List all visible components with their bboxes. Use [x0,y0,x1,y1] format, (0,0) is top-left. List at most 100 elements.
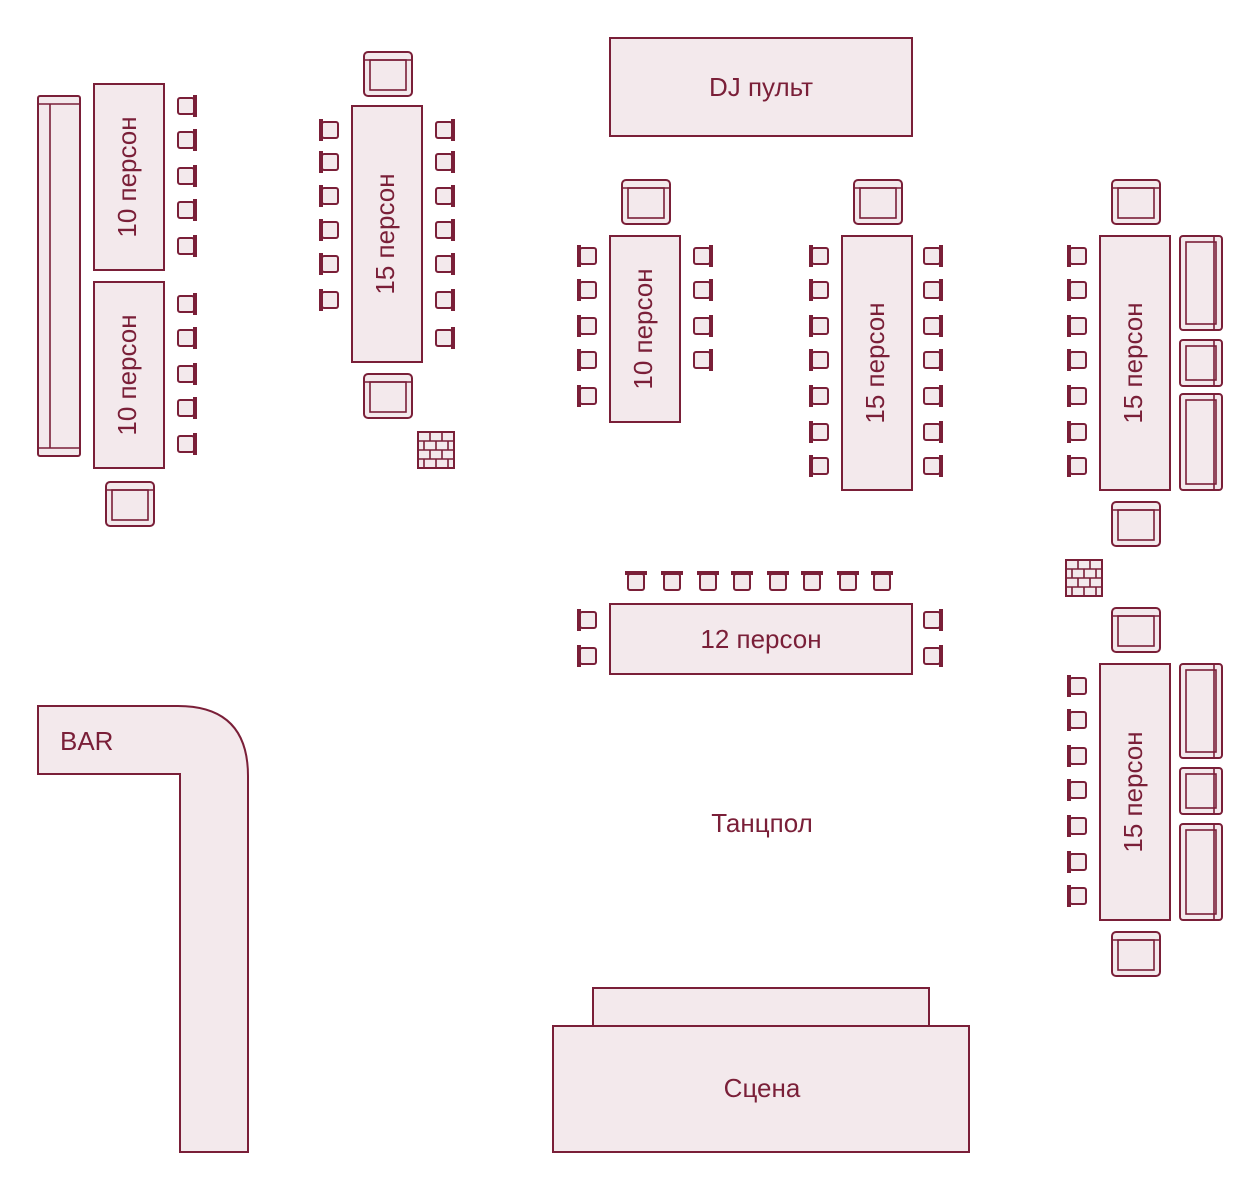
chair-icon[interactable] [435,151,455,173]
chair-icon[interactable] [693,279,713,301]
chair-icon[interactable] [837,571,859,591]
chair-icon[interactable] [923,279,943,301]
chair-icon[interactable] [177,235,197,257]
table-t2[interactable]: 10 персон [93,281,165,469]
chair-icon[interactable] [923,315,943,337]
chair-icon[interactable] [435,327,455,349]
chair-icon[interactable] [1067,279,1087,301]
table-t5[interactable]: 15 персон [841,235,913,491]
chair-icon[interactable] [809,455,829,477]
chair-icon[interactable] [923,645,943,667]
armchair-icon[interactable] [1111,607,1161,653]
chair-icon[interactable] [1067,245,1087,267]
chair-icon[interactable] [809,315,829,337]
sofa-icon[interactable] [1179,823,1223,921]
armchair-icon[interactable] [1111,179,1161,225]
chair-icon[interactable] [435,219,455,241]
chair-icon[interactable] [923,349,943,371]
chair-icon[interactable] [809,245,829,267]
chair-icon[interactable] [177,165,197,187]
chair-icon[interactable] [177,129,197,151]
armchair-icon[interactable] [105,481,155,527]
chair-icon[interactable] [923,421,943,443]
chair-icon[interactable] [177,293,197,315]
chair-icon[interactable] [1067,815,1087,837]
chair-icon[interactable] [1067,349,1087,371]
chair-icon[interactable] [801,571,823,591]
chair-icon[interactable] [1067,421,1087,443]
chair-icon[interactable] [923,455,943,477]
chair-icon[interactable] [697,571,719,591]
chair-icon[interactable] [319,119,339,141]
chair-icon[interactable] [1067,315,1087,337]
chair-icon[interactable] [177,327,197,349]
bar-counter[interactable]: BAR [37,705,249,1153]
chair-icon[interactable] [577,279,597,301]
chair-icon[interactable] [577,315,597,337]
armchair-icon[interactable] [853,179,903,225]
chair-icon[interactable] [177,397,197,419]
chair-icon[interactable] [177,363,197,385]
chair-icon[interactable] [923,385,943,407]
chair-icon[interactable] [577,349,597,371]
sofa-icon[interactable] [1179,767,1223,815]
armchair-icon[interactable] [363,51,413,97]
chair-icon[interactable] [319,253,339,275]
stage[interactable]: Сцена [552,987,970,1153]
chair-icon[interactable] [693,245,713,267]
armchair-icon[interactable] [1111,501,1161,547]
chair-icon[interactable] [731,571,753,591]
table-t8[interactable]: 15 персон [1099,663,1171,921]
chair-icon[interactable] [177,433,197,455]
table-t7[interactable]: 12 персон [609,603,913,675]
chair-icon[interactable] [693,315,713,337]
chair-icon[interactable] [435,119,455,141]
table-t4-label: 10 персон [628,268,658,389]
chair-icon[interactable] [1067,745,1087,767]
furniture-layer [105,51,1223,977]
chair-icon[interactable] [693,349,713,371]
table-t4[interactable]: 10 персон [609,235,681,423]
chair-icon[interactable] [923,609,943,631]
chair-icon[interactable] [319,289,339,311]
chair-icon[interactable] [1067,385,1087,407]
chair-icon[interactable] [809,385,829,407]
chair-icon[interactable] [435,253,455,275]
chair-icon[interactable] [577,645,597,667]
chair-icon[interactable] [1067,885,1087,907]
chair-icon[interactable] [435,289,455,311]
chair-icon[interactable] [177,199,197,221]
chair-icon[interactable] [809,349,829,371]
chair-icon[interactable] [661,571,683,591]
chair-icon[interactable] [809,279,829,301]
sofa-icon[interactable] [1179,339,1223,387]
chair-icon[interactable] [1067,851,1087,873]
chair-icon[interactable] [871,571,893,591]
chair-icon[interactable] [319,185,339,207]
chair-icon[interactable] [1067,779,1087,801]
table-t3[interactable]: 15 персон [351,105,423,363]
chair-icon[interactable] [577,609,597,631]
table-t1[interactable]: 10 персон [93,83,165,271]
dj-booth[interactable]: DJ пульт [609,37,913,137]
sofa-icon[interactable] [1179,663,1223,759]
sofa-icon[interactable] [1179,235,1223,331]
chair-icon[interactable] [319,219,339,241]
chair-icon[interactable] [435,185,455,207]
armchair-icon[interactable] [621,179,671,225]
armchair-icon[interactable] [363,373,413,419]
armchair-icon[interactable] [1111,931,1161,977]
chair-icon[interactable] [177,95,197,117]
chair-icon[interactable] [923,245,943,267]
chair-icon[interactable] [1067,455,1087,477]
chair-icon[interactable] [625,571,647,591]
chair-icon[interactable] [767,571,789,591]
chair-icon[interactable] [1067,709,1087,731]
sofa-icon[interactable] [1179,393,1223,491]
table-t6[interactable]: 15 персон [1099,235,1171,491]
chair-icon[interactable] [577,385,597,407]
chair-icon[interactable] [319,151,339,173]
chair-icon[interactable] [577,245,597,267]
chair-icon[interactable] [809,421,829,443]
chair-icon[interactable] [1067,675,1087,697]
